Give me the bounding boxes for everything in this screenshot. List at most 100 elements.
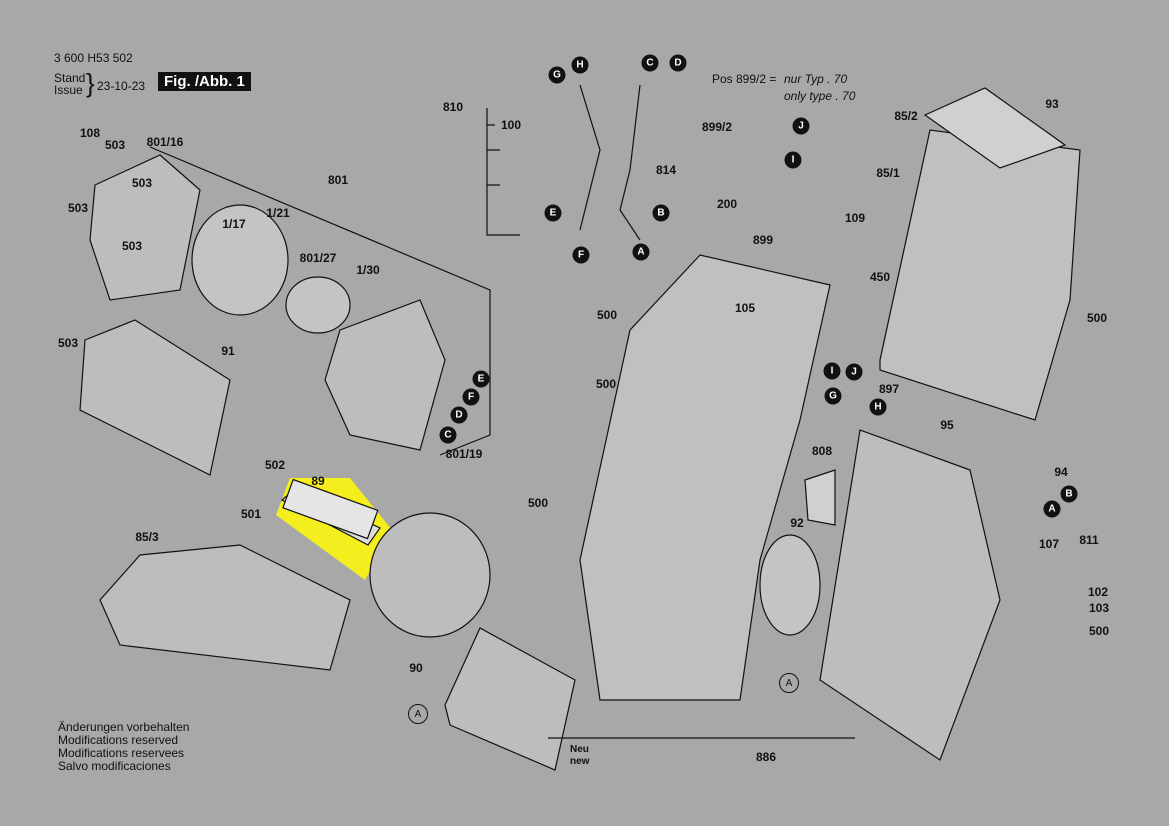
part-label: 503 [121, 239, 143, 253]
connection-marker: G [548, 66, 566, 84]
part-label: 108 [79, 126, 101, 140]
note-prefix: Pos 899/2 = [712, 72, 777, 86]
part-89-plate [282, 478, 379, 540]
part-85-2 [923, 87, 1067, 169]
part-label: 801/16 [146, 135, 184, 149]
part-801-16 [89, 154, 201, 301]
part-label: 810 [442, 100, 464, 114]
connection-marker: D [669, 54, 687, 72]
part-label: 801/19 [445, 447, 483, 461]
part-label: 501 [240, 507, 262, 521]
connection-marker: F [462, 388, 480, 406]
part-label: 500 [527, 496, 549, 510]
connection-marker: B [1060, 485, 1078, 503]
connection-marker: A [632, 243, 650, 261]
part-label: 109 [844, 211, 866, 225]
part-label: 886 [755, 750, 777, 764]
connection-marker: D [450, 406, 468, 424]
chute [444, 627, 576, 771]
connection-marker: C [439, 426, 457, 444]
part-label: 503 [67, 201, 89, 215]
cable-814 [619, 84, 641, 241]
part-label: 105 [734, 301, 756, 315]
note-line1: nur Typ . 70 [784, 72, 848, 86]
connection-marker: H [869, 398, 887, 416]
connection-marker: J [845, 363, 863, 381]
part-label: 92 [790, 516, 804, 530]
note-line2: only type . 70 [784, 89, 856, 103]
part-label: 503 [131, 176, 153, 190]
cable-810 [579, 84, 601, 231]
part-808 [804, 469, 836, 526]
part-label: 89 [311, 474, 325, 488]
connection-marker: I [784, 151, 802, 169]
issue-date: 23-10-23 [97, 79, 146, 93]
part-label: 102 [1087, 585, 1109, 599]
part-label: 107 [1038, 537, 1060, 551]
issue-label: Issue [54, 83, 83, 97]
connection-marker: A [1043, 500, 1061, 518]
part-label: 1/21 [266, 206, 290, 220]
brace: } [86, 68, 95, 98]
part-label: 200 [716, 197, 738, 211]
footer-line: Salvo modificaciones [58, 759, 171, 773]
connection-marker: J [792, 117, 810, 135]
connection-marker: E [472, 370, 490, 388]
connection-marker-outline: A [408, 704, 428, 724]
neu-label: Neu [570, 744, 589, 755]
part-85-1 [879, 129, 1081, 421]
part-label: 1/17 [222, 217, 246, 231]
connection-marker: H [571, 56, 589, 74]
figure-label: Fig. /Abb. 1 [158, 72, 251, 91]
new-label: new [570, 756, 590, 767]
part-label: 500 [1088, 624, 1110, 638]
part-label: 811 [1079, 533, 1099, 547]
doc-number: 3 600 H53 502 [54, 51, 133, 65]
part-label: 801 [327, 173, 349, 187]
connection-marker: F [572, 246, 590, 264]
part-label: 897 [878, 382, 900, 396]
bracket-801 [149, 146, 491, 456]
part-1-30 [324, 299, 446, 451]
footer-line: Modifications reserved [58, 733, 179, 747]
part-label: 899 [752, 233, 774, 247]
part-label: 801/27 [299, 251, 337, 265]
part-label: 93 [1045, 97, 1059, 111]
part-label: 808 [811, 444, 833, 458]
connection-marker: C [641, 54, 659, 72]
footer-line: Änderungen vorbehalten [58, 720, 190, 734]
part-label: 503 [57, 336, 79, 350]
part-label: 103 [1088, 601, 1110, 615]
part-label: 90 [409, 661, 423, 675]
housing-main [579, 254, 831, 701]
part-label: 85/1 [876, 166, 900, 180]
part-801-27 [285, 276, 351, 334]
part-label: 450 [869, 270, 891, 284]
part-label: 100 [500, 118, 522, 132]
part-92 [759, 534, 821, 636]
part-label: 503 [104, 138, 126, 152]
part-label: 500 [1086, 311, 1108, 325]
part-label: 95 [940, 418, 954, 432]
side-panel [819, 429, 1001, 761]
part-label: 500 [595, 377, 617, 391]
connection-marker: G [824, 387, 842, 405]
part-label: 1/30 [356, 263, 380, 277]
connection-marker: I [823, 362, 841, 380]
part-label: 91 [221, 344, 235, 358]
part-label: 502 [264, 458, 286, 472]
part-label: 814 [655, 163, 677, 177]
bracket-810 [486, 108, 520, 236]
part-90 [369, 512, 491, 638]
connection-marker-outline: A [779, 673, 799, 693]
part-91 [79, 319, 231, 476]
part-label: 85/3 [135, 530, 159, 544]
part-label: 94 [1054, 465, 1068, 479]
part-label: 899/2 [701, 120, 733, 134]
part-1-17 [191, 204, 289, 316]
connection-marker: E [544, 204, 562, 222]
part-85-3 [99, 544, 351, 671]
part-label: 85/2 [894, 109, 918, 123]
part-label: 500 [596, 308, 618, 322]
